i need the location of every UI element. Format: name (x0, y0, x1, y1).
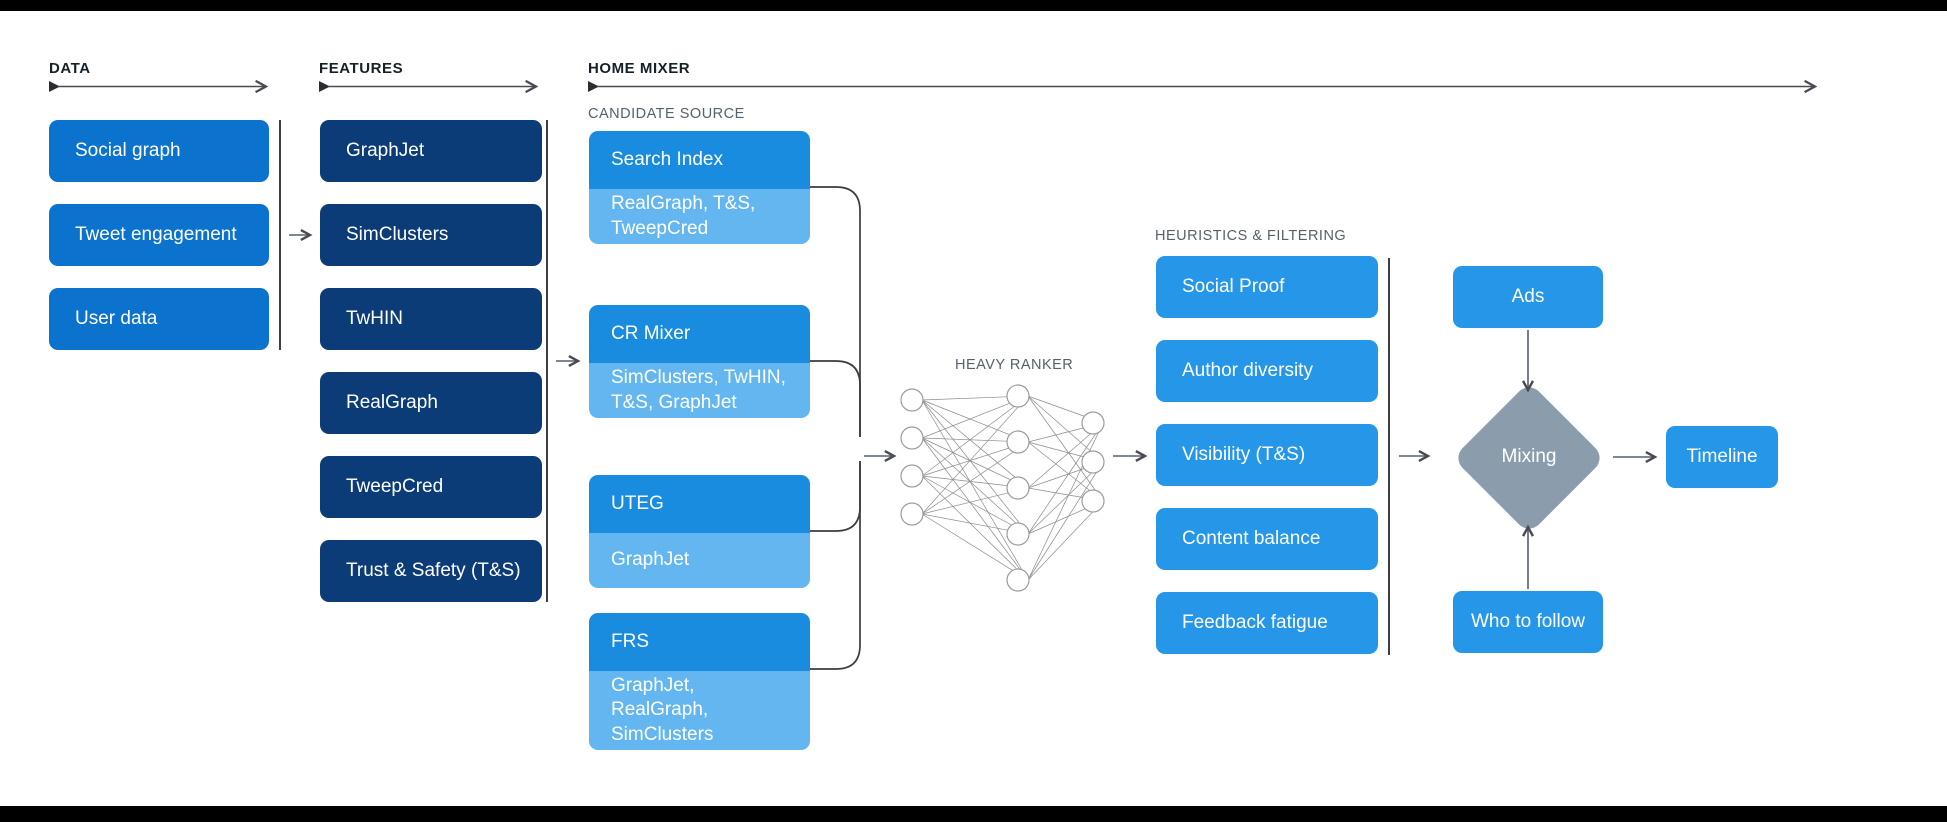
section-title-features: FEATURES (319, 60, 404, 77)
mixing-diamond-label: Mixing (1501, 446, 1557, 467)
mixing-input-label: Who to follow (1470, 610, 1586, 632)
data-box-user-data[interactable]: User data (49, 288, 269, 350)
candidate-source-name: FRS (589, 613, 810, 671)
data-box-label: Tweet engagement (75, 223, 237, 245)
subsection-title-heavy-ranker: HEAVY RANKER (955, 357, 1074, 373)
header-rule-features (319, 79, 539, 94)
feature-box-label: SimClusters (346, 223, 449, 245)
feature-box-graphjet[interactable]: GraphJet (320, 120, 542, 182)
candidate-source-merge-bus (810, 186, 861, 670)
nn-edges (921, 395, 1104, 581)
candidate-source-card-search-index[interactable]: Search Index RealGraph, T&S, TweepCred (589, 131, 810, 244)
output-box-label: Timeline (1686, 445, 1758, 467)
feature-box-simclusters[interactable]: SimClusters (320, 204, 542, 266)
header-rule-home-mixer (588, 79, 1818, 94)
feature-box-twhin[interactable]: TwHIN (320, 288, 542, 350)
candidate-source-name: UTEG (589, 475, 810, 533)
mixing-input-who-to-follow[interactable]: Who to follow (1453, 591, 1603, 653)
data-box-label: User data (75, 307, 158, 329)
heuristic-box-label: Social Proof (1182, 275, 1285, 297)
mixing-input-ads[interactable]: Ads (1453, 266, 1603, 328)
feature-box-label: RealGraph (346, 391, 438, 413)
output-box-timeline[interactable]: Timeline (1666, 426, 1778, 488)
data-box-label: Social graph (75, 139, 181, 161)
feature-box-tweepcred[interactable]: TweepCred (320, 456, 542, 518)
heuristic-box-label: Author diversity (1182, 359, 1313, 381)
heuristic-box-social-proof[interactable]: Social Proof (1156, 256, 1378, 318)
candidate-source-name: CR Mixer (589, 305, 810, 363)
candidate-source-features: GraphJet, RealGraph, SimClusters (589, 671, 810, 750)
heuristic-box-feedback-fatigue[interactable]: Feedback fatigue (1156, 592, 1378, 654)
feature-box-label: Trust & Safety (T&S) (346, 559, 521, 581)
feature-box-label: TweepCred (346, 475, 444, 497)
heuristic-box-label: Visibility (T&S) (1182, 443, 1306, 465)
mixing-input-label: Ads (1511, 285, 1545, 307)
subsection-title-heuristics: HEURISTICS & FILTERING (1155, 228, 1347, 244)
section-title-data: DATA (49, 60, 91, 77)
letterbox-bottom (0, 806, 1947, 822)
heuristic-box-author-diversity[interactable]: Author diversity (1156, 340, 1378, 402)
nn-nodes (900, 384, 1105, 592)
candidate-source-name: Search Index (589, 131, 810, 189)
candidate-source-card-uteg[interactable]: UTEG GraphJet (589, 475, 810, 588)
candidate-source-features: SimClusters, TwHIN, T&S, GraphJet (589, 363, 810, 418)
feature-box-realgraph[interactable]: RealGraph (320, 372, 542, 434)
data-box-social-graph[interactable]: Social graph (49, 120, 269, 182)
feature-box-label: GraphJet (346, 139, 425, 161)
subsection-title-candidate-source: CANDIDATE SOURCE (588, 106, 745, 122)
heuristic-box-label: Content balance (1182, 527, 1321, 549)
section-title-home-mixer: HOME MIXER (588, 60, 691, 77)
feature-box-label: TwHIN (346, 307, 403, 329)
feature-box-trust-and-safety[interactable]: Trust & Safety (T&S) (320, 540, 542, 602)
letterbox-top (0, 0, 1947, 11)
header-rule-data (49, 79, 269, 94)
candidate-source-features: GraphJet (589, 533, 810, 588)
heavy-ranker-network (900, 384, 1105, 592)
candidate-source-features: RealGraph, T&S, TweepCred (589, 189, 810, 244)
candidate-source-card-frs[interactable]: FRS GraphJet, RealGraph, SimClusters (589, 613, 810, 750)
heuristic-box-visibility[interactable]: Visibility (T&S) (1156, 424, 1378, 486)
heuristic-box-label: Feedback fatigue (1182, 611, 1328, 633)
heuristic-box-content-balance[interactable]: Content balance (1156, 508, 1378, 570)
candidate-source-card-cr-mixer[interactable]: CR Mixer SimClusters, TwHIN, T&S, GraphJ… (589, 305, 810, 418)
data-box-tweet-engagement[interactable]: Tweet engagement (49, 204, 269, 266)
